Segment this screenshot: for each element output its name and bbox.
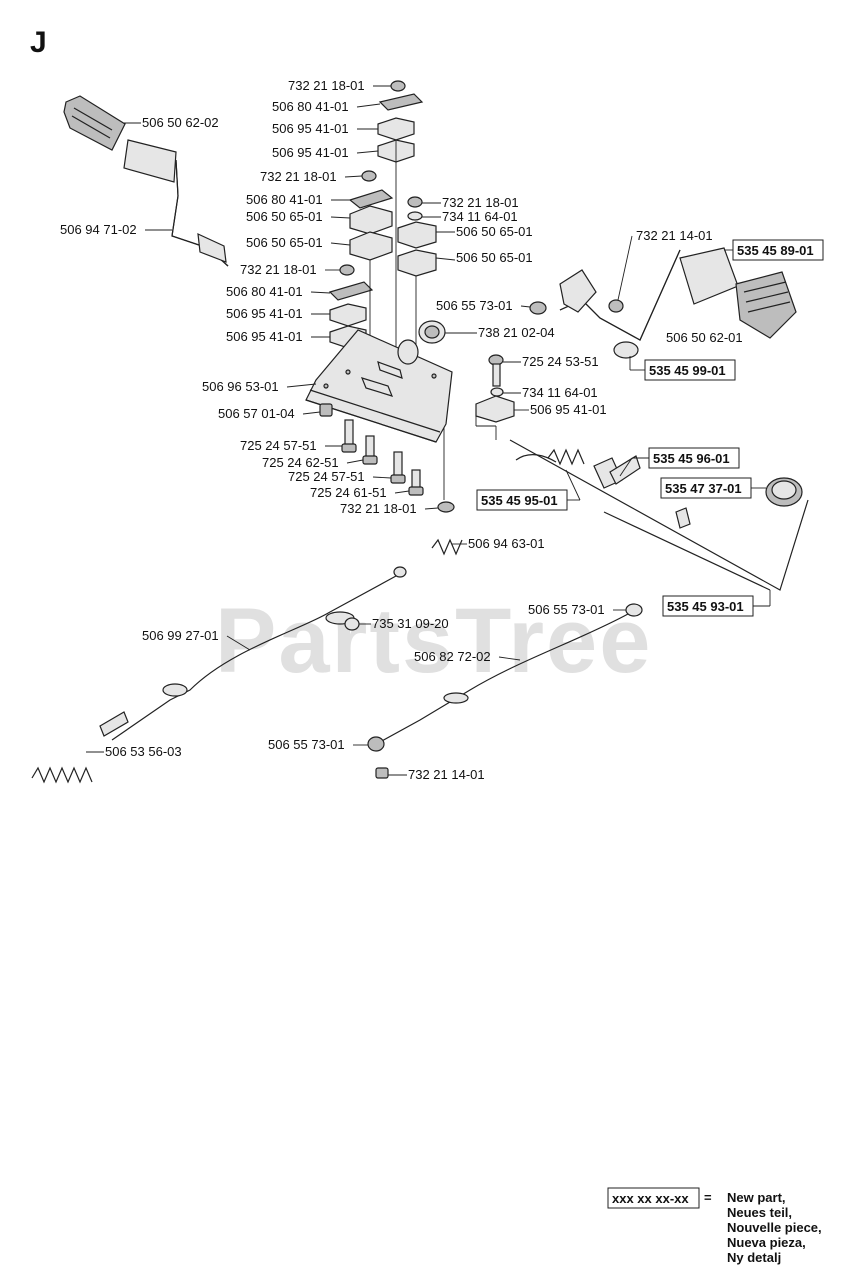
- cable-clip: [344, 617, 360, 631]
- label: 506 95 41-01: [272, 145, 349, 160]
- mounting-plate: [305, 329, 453, 443]
- label: 506 95 41-01: [226, 329, 303, 344]
- right-pedal-nut: [608, 299, 624, 313]
- right-pedal-assembly: [529, 247, 797, 359]
- right-cable-assembly: [367, 603, 643, 779]
- rod-spring: [547, 448, 585, 466]
- label-new: 535 45 99-01: [649, 363, 726, 378]
- label: 506 94 71-02: [60, 222, 137, 237]
- label-new: 535 47 37-01: [665, 481, 742, 496]
- label: 506 50 62-01: [666, 330, 743, 345]
- label: 725 24 61-51: [310, 485, 387, 500]
- right-pedal-bolt: [529, 301, 547, 315]
- label: 734 11 64-01: [522, 385, 598, 400]
- right-pedal-sleeve: [679, 247, 739, 305]
- label: 725 24 62-51: [262, 455, 339, 470]
- cable-spring-bottom: [31, 766, 93, 784]
- right-pedal-bracket: [559, 269, 597, 313]
- label: 506 55 73-01: [268, 737, 345, 752]
- legend-line: New part,: [727, 1190, 786, 1205]
- grommet: [418, 320, 446, 344]
- right-bushing-stack: [397, 196, 437, 277]
- label: 735 31 09-20: [372, 616, 449, 631]
- label: 725 24 57-51: [240, 438, 317, 453]
- label: 732 21 18-01: [260, 169, 337, 184]
- label: 506 50 62-02: [142, 115, 219, 130]
- label-new: 535 45 96-01: [653, 451, 730, 466]
- label: 506 80 41-01: [226, 284, 303, 299]
- label: 732 21 18-01: [442, 195, 519, 210]
- label: 732 21 14-01: [636, 228, 713, 243]
- label: 506 80 41-01: [246, 192, 323, 207]
- label: 506 55 73-01: [436, 298, 513, 313]
- rod-clip: [675, 507, 691, 529]
- part-labels: 732 21 18-01 506 80 41-01 506 95 41-01 5…: [60, 78, 824, 782]
- side-bolt-assembly: [475, 354, 515, 440]
- left-pedal-bracket: [197, 233, 227, 263]
- label: 506 99 27-01: [142, 628, 219, 643]
- label: 506 80 41-01: [272, 99, 349, 114]
- label: 734 11 64-01: [442, 209, 518, 224]
- label: 506 82 72-02: [414, 649, 491, 664]
- legend-line: Nueva pieza,: [727, 1235, 806, 1250]
- label: 506 50 65-01: [456, 224, 533, 239]
- left-bushing-stack-upper: [377, 80, 424, 163]
- left-pedal-sleeve: [123, 139, 177, 183]
- label: 506 95 41-01: [226, 306, 303, 321]
- label: 506 50 65-01: [246, 235, 323, 250]
- right-pedal-pad: [735, 271, 797, 339]
- label: 506 95 41-01: [530, 402, 607, 417]
- legend: xxx xx xx-xx = New part, Neues teil, Nou…: [607, 1187, 822, 1265]
- legend-line: Neues teil,: [727, 1205, 792, 1220]
- legend-sample: xxx xx xx-xx: [612, 1191, 689, 1206]
- legend-line: Ny detalj: [727, 1250, 781, 1265]
- legend-line: Nouvelle piece,: [727, 1220, 822, 1235]
- label: 506 57 01-04: [218, 406, 295, 421]
- label-new: 535 45 95-01: [481, 493, 558, 508]
- left-bushing-stack-middle: [348, 170, 394, 261]
- label-new: 535 45 89-01: [737, 243, 814, 258]
- label: 506 55 73-01: [528, 602, 605, 617]
- cable-spring-top: [431, 538, 463, 556]
- legend-equals: =: [704, 1190, 712, 1205]
- label: 506 94 63-01: [468, 536, 545, 551]
- label: 506 50 65-01: [246, 209, 323, 224]
- label: 732 21 14-01: [408, 767, 485, 782]
- left-cable-assembly: [31, 538, 463, 784]
- legend-sample-box: [607, 1187, 700, 1209]
- label: 506 50 65-01: [456, 250, 533, 265]
- label: 725 24 57-51: [288, 469, 365, 484]
- plate-bolts: [319, 403, 455, 513]
- label: 506 95 41-01: [272, 121, 349, 136]
- label: 732 21 18-01: [288, 78, 365, 93]
- label: 738 21 02-04: [478, 325, 555, 340]
- label: 732 21 18-01: [240, 262, 317, 277]
- label: 506 96 53-01: [202, 379, 279, 394]
- left-pedal-assembly: [63, 95, 229, 267]
- section-letter: J: [30, 26, 47, 59]
- label: 506 53 56-03: [105, 744, 182, 759]
- control-rod-assembly: [509, 439, 809, 591]
- cable-nut: [375, 767, 389, 779]
- label: 732 21 18-01: [340, 501, 417, 516]
- label-new: 535 45 93-01: [667, 599, 744, 614]
- label: 725 24 53-51: [522, 354, 599, 369]
- cable-bracket: [99, 711, 129, 737]
- left-pedal-pad: [63, 95, 126, 151]
- watermark: PartsTree: [215, 590, 652, 692]
